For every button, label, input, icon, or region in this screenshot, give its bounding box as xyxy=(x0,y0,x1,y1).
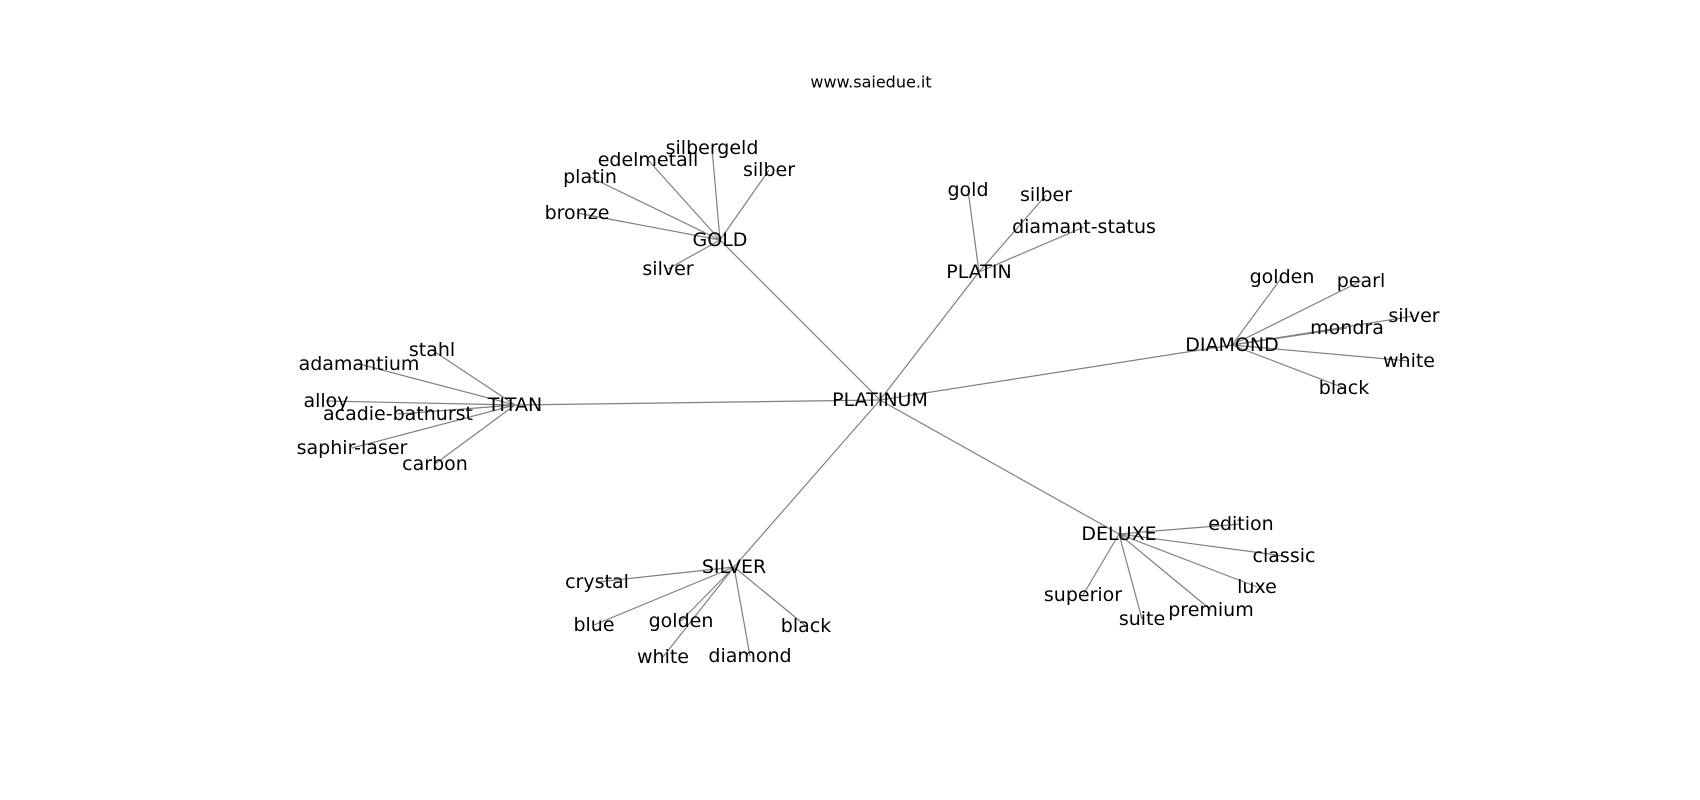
node-leaf-gold-platin: platin xyxy=(563,166,617,188)
node-leaf-silver-white: white xyxy=(637,646,689,668)
node-leaf-silver-golden: golden xyxy=(649,610,714,632)
node-root-platinum: PLATINUM xyxy=(832,389,928,411)
node-leaf-platin-diamant-status: diamant-status xyxy=(1012,216,1156,238)
edge-deluxe-deluxe-luxe xyxy=(1118,533,1258,588)
edges-layer xyxy=(325,147,1415,658)
node-leaf-titan-saphir-laser: saphir-laser xyxy=(297,437,408,459)
edge-titan-titan-alloy xyxy=(325,400,516,406)
node-hub-titan: TITAN xyxy=(487,394,543,416)
node-leaf-silver-blue: blue xyxy=(573,614,614,636)
node-leaf-platin-gold: gold xyxy=(947,179,988,201)
node-leaf-gold-edelmetall: edelmetall xyxy=(598,149,699,171)
edge-gold-gold-silver xyxy=(667,239,721,270)
edge-gold-gold-silbergeld xyxy=(711,147,721,241)
node-leaf-silver-crystal: crystal xyxy=(565,571,629,593)
node-leaf-deluxe-luxe: luxe xyxy=(1237,576,1277,598)
node-leaf-deluxe-edition: edition xyxy=(1208,513,1273,535)
node-leaf-titan-carbon: carbon xyxy=(402,453,468,475)
edge-gold-gold-silber xyxy=(719,169,770,241)
node-leaf-diamond-black: black xyxy=(1319,377,1369,399)
edge-titan-titan-carbon xyxy=(434,404,516,465)
node-leaf-platin-silber: silber xyxy=(1020,184,1072,206)
edge-platinum-diamond xyxy=(879,344,1233,401)
edge-platinum-deluxe xyxy=(879,399,1120,535)
node-hub-deluxe: DELUXE xyxy=(1081,523,1156,545)
edge-diamond-diamond-golden xyxy=(1231,276,1283,346)
edge-titan-titan-adamantium xyxy=(358,363,516,406)
node-hub-silver: SILVER xyxy=(702,556,766,578)
edge-diamond-diamond-black xyxy=(1231,344,1345,389)
edge-platinum-platin xyxy=(879,271,980,401)
edge-diamond-diamond-white xyxy=(1231,344,1410,362)
node-leaf-gold-silbergeld: silbergeld xyxy=(666,137,759,159)
node-leaf-deluxe-premium: premium xyxy=(1168,599,1253,621)
node-leaf-gold-silver: silver xyxy=(642,258,693,280)
edge-deluxe-deluxe-edition xyxy=(1118,523,1242,535)
edge-deluxe-deluxe-classic xyxy=(1118,533,1285,557)
edge-titan-titan-acadie-bathurst xyxy=(397,404,516,415)
node-leaf-silver-diamond: diamond xyxy=(708,645,791,667)
edge-platinum-gold xyxy=(719,239,881,401)
node-leaf-diamond-silver: silver xyxy=(1388,305,1439,327)
edge-silver-silver-diamond xyxy=(733,566,751,657)
node-leaf-deluxe-suite: suite xyxy=(1119,608,1165,630)
edge-platin-platin-diamant-status xyxy=(978,226,1085,273)
node-leaf-diamond-white: white xyxy=(1383,350,1435,372)
edge-deluxe-deluxe-premium xyxy=(1118,533,1212,611)
node-leaf-titan-adamantium: adamantium xyxy=(299,353,420,375)
edge-platinum-silver xyxy=(733,399,881,568)
edge-titan-titan-stahl xyxy=(431,349,516,406)
edge-platin-platin-gold xyxy=(967,189,980,273)
node-hub-platin: PLATIN xyxy=(946,261,1011,283)
node-leaf-gold-bronze: bronze xyxy=(545,202,610,224)
edge-silver-silver-white xyxy=(662,566,735,658)
node-leaf-silver-black: black xyxy=(781,615,831,637)
edge-titan-titan-saphir-laser xyxy=(351,404,516,449)
edge-gold-gold-edelmetall xyxy=(647,159,721,241)
node-leaf-titan-acadie-bathurst: acadie-bathurst xyxy=(323,403,473,425)
edge-platin-platin-silber xyxy=(978,194,1047,273)
node-leaf-gold-silber: silber xyxy=(743,159,795,181)
diagram-title: www.saiedue.it xyxy=(810,73,931,92)
edge-silver-silver-black xyxy=(733,566,807,627)
edge-silver-silver-golden xyxy=(680,566,735,622)
edge-silver-silver-crystal xyxy=(596,566,735,583)
node-leaf-diamond-pearl: pearl xyxy=(1337,270,1385,292)
edge-gold-gold-bronze xyxy=(576,212,721,241)
edge-diamond-diamond-pearl xyxy=(1231,280,1362,346)
node-leaf-titan-alloy: alloy xyxy=(303,390,348,412)
node-hub-diamond: DIAMOND xyxy=(1185,334,1278,356)
node-leaf-diamond-golden: golden xyxy=(1250,266,1315,288)
edge-deluxe-deluxe-superior xyxy=(1082,533,1120,596)
edge-platinum-titan xyxy=(514,399,881,406)
edge-silver-silver-blue xyxy=(593,566,735,626)
edge-diamond-diamond-mondra xyxy=(1231,327,1348,346)
edge-gold-gold-platin xyxy=(589,176,721,241)
node-leaf-diamond-mondra: mondra xyxy=(1310,317,1384,339)
node-leaf-deluxe-classic: classic xyxy=(1253,545,1316,567)
node-leaf-deluxe-superior: superior xyxy=(1044,584,1122,606)
node-hub-gold: GOLD xyxy=(693,229,748,251)
edge-deluxe-deluxe-suite xyxy=(1118,533,1143,620)
node-leaf-titan-stahl: stahl xyxy=(409,339,455,361)
